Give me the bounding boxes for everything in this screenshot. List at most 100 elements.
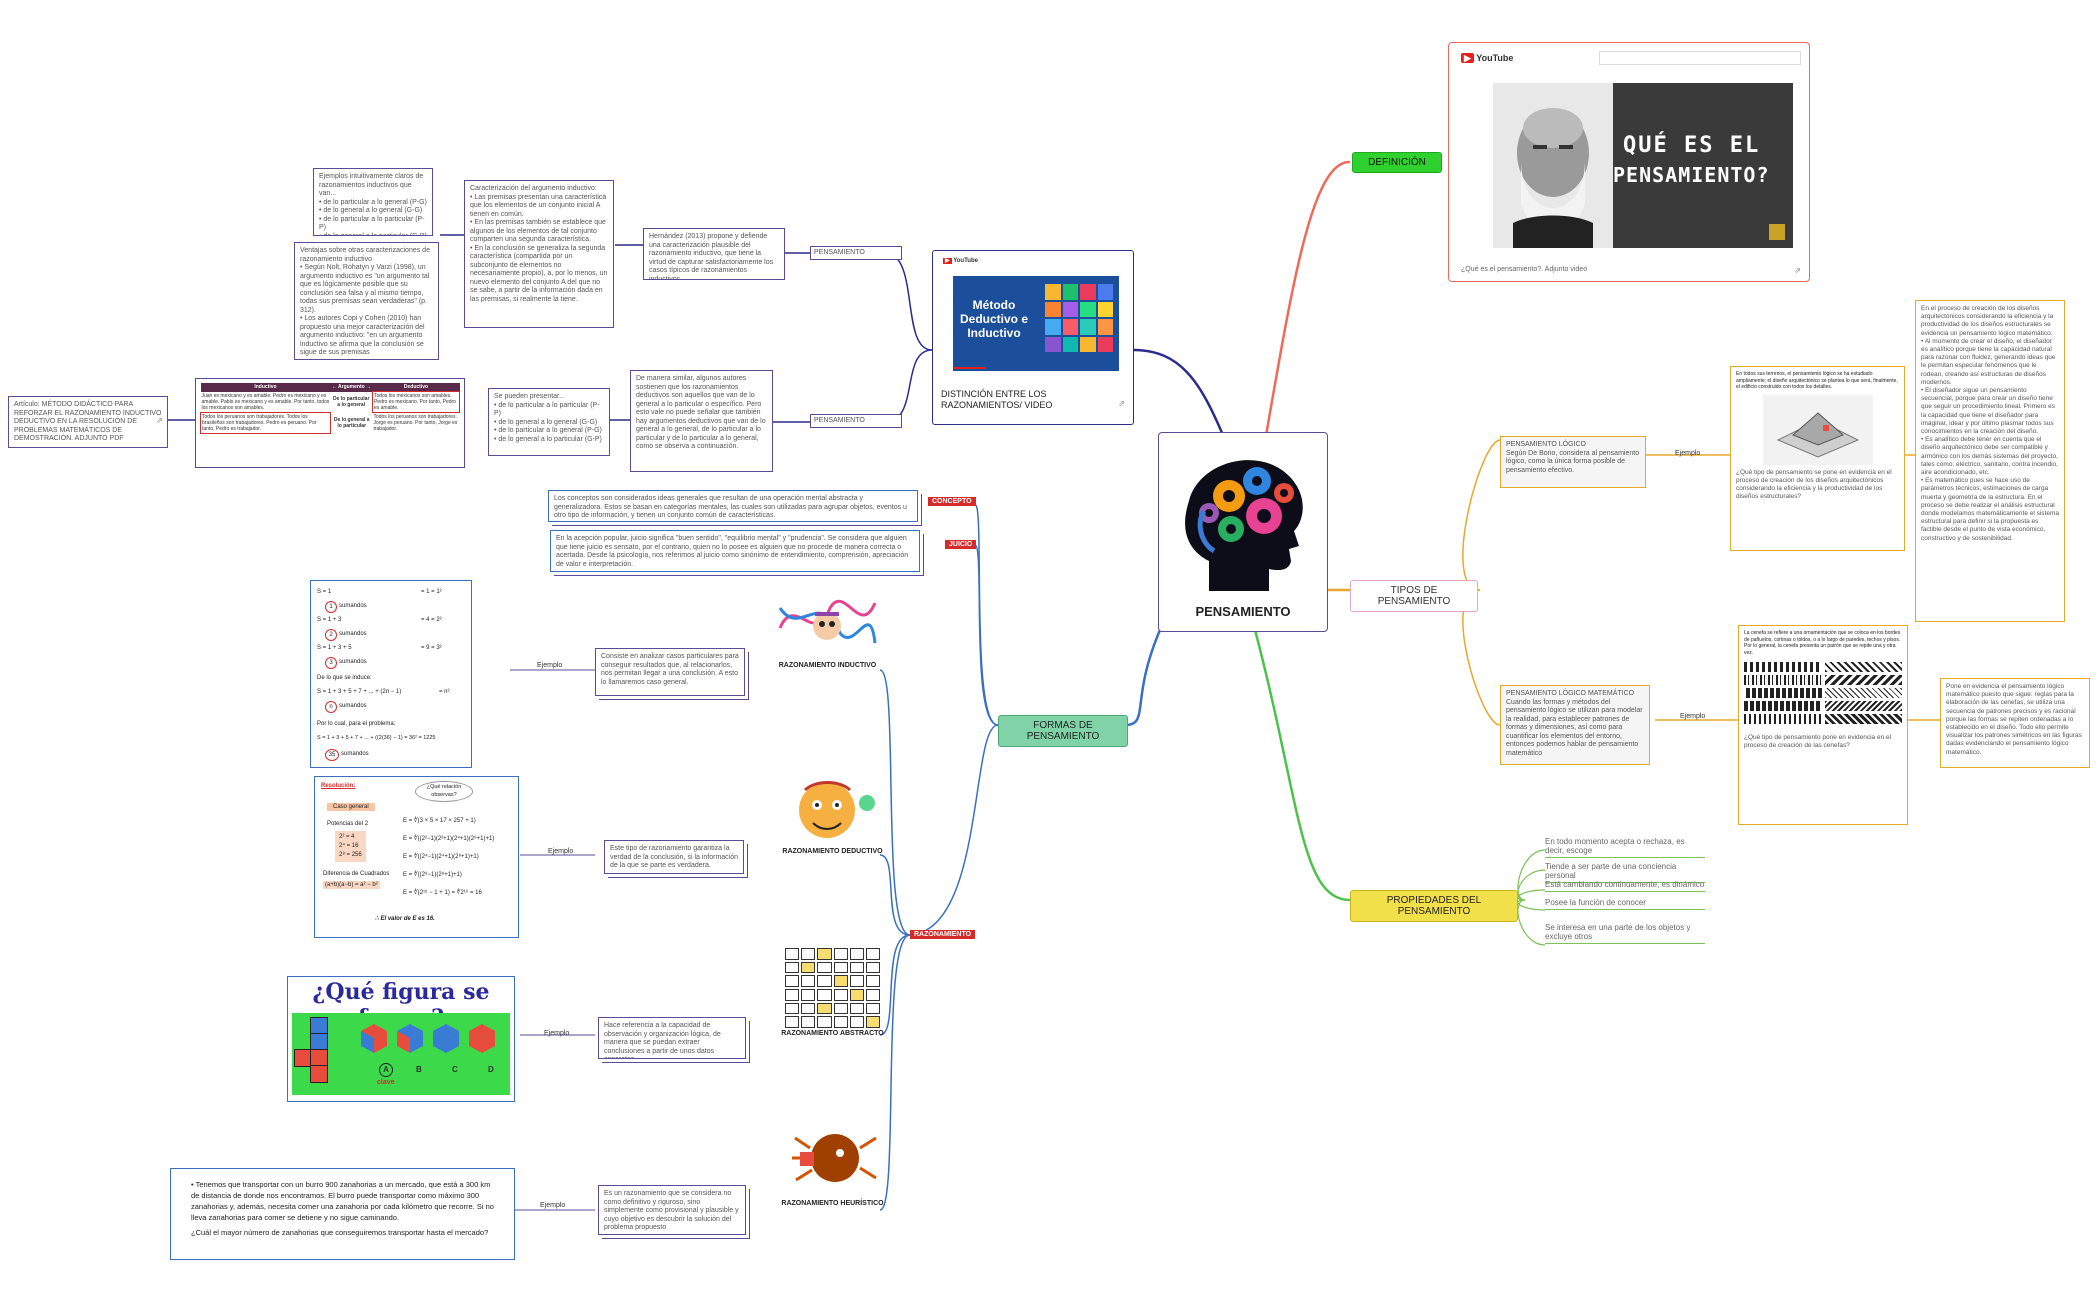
video-thumbnail[interactable]: QUÉ ES EL PENSAMIENTO? <box>1493 83 1793 248</box>
articulo-text: Artículo: MÉTODO DIDÁCTICO PARA REFORZAR… <box>14 401 162 442</box>
central-node[interactable]: PENSAMIENTO <box>1158 432 1328 632</box>
cube-net-image <box>294 1017 330 1089</box>
video-title-line2: PENSAMIENTO? <box>1613 163 1770 187</box>
caracterizacion-text: Caracterización del argumento inductivo:… <box>464 180 614 328</box>
option-c[interactable]: C <box>452 1065 458 1074</box>
ex1-text: En todos sus terrenos, el pensamiento ló… <box>1736 371 1898 390</box>
cube-options-image <box>361 1024 495 1053</box>
sumando-badge: n <box>325 701 337 713</box>
heuristico-problem: • Tenemos que transportar con un burro 9… <box>191 1180 494 1222</box>
video-title-line1: QUÉ ES EL <box>1623 133 1761 158</box>
external-link-icon[interactable]: ⇗ <box>1118 399 1125 408</box>
ejemplo-cenefas-answer: Pone en evidencia el pensamiento lógico … <box>1940 678 2090 768</box>
external-link-icon[interactable]: ⇗ <box>1794 266 1801 275</box>
pensamiento-inductivo-label[interactable]: PENSAMIENTO INDUCTIVO <box>810 414 902 428</box>
table-header: Deductivo <box>403 384 429 390</box>
channel-icon <box>1769 224 1785 240</box>
definicion-topic[interactable]: DEFINICIÓN <box>1352 152 1442 173</box>
ejemplo-arquitectonico-card: En todos sus terrenos, el pensamiento ló… <box>1730 366 1905 551</box>
definicion-video-card[interactable]: ▶ YouTube QUÉ ES EL PENSAMIENTO? ¿Qué es… <box>1448 42 1810 282</box>
pensamiento-logico-node[interactable]: PENSAMIENTO LÓGICO Según De Bono, consid… <box>1500 436 1646 488</box>
ej-abstracto-card: ¿Qué figura se forma? A B C D clave <box>287 976 515 1102</box>
sumando-badge: 2 <box>325 629 337 641</box>
distincion-video-card[interactable]: ▶ YouTube Método Deductivo e Inductivo D… <box>932 250 1134 425</box>
razonamiento-heuristico-label[interactable]: RAZONAMIENTO HEURÍSTICO <box>781 1200 884 1207</box>
ejemplo-cenefas-card: La cenefa se refiere a una ornamentación… <box>1738 625 1908 825</box>
ejemplo-label: Ejemplo <box>537 662 563 669</box>
articulo-pdf-node[interactable]: Artículo: MÉTODO DIDÁCTICO PARA REFORZAR… <box>8 396 168 448</box>
portrait-image <box>1493 83 1613 248</box>
de-manera-similar-text: De manera similar, algunos autores sosti… <box>630 370 773 472</box>
razonamiento-inductivo-label[interactable]: RAZONAMIENTO INDUCTIVO <box>778 662 877 669</box>
option-b[interactable]: B <box>416 1065 422 1074</box>
option-a[interactable]: A <box>379 1063 393 1077</box>
propiedad-item: Se interesa en una parte de los objetos … <box>1545 923 1705 944</box>
ejemplo-arquitectonico-answer: En el proceso de creación de los diseños… <box>1915 300 2065 622</box>
concepto-tag[interactable]: CONCEPTO <box>928 497 976 506</box>
table-row: Juan es mexicano y es amable. Pedro es m… <box>201 391 461 413</box>
thumb-grid-image <box>1045 284 1113 352</box>
concepto-text: Los conceptos son considerados ideas gen… <box>548 490 918 522</box>
razonamiento-deductivo-label[interactable]: RAZONAMIENTO DEDUCTIVO <box>782 848 883 855</box>
ex1-question: ¿Qué tipo de pensamiento se pone en evid… <box>1736 468 1892 500</box>
option-d[interactable]: D <box>488 1065 494 1074</box>
argumento-table: Inductivo ← Argumento → Deductivo Juan e… <box>200 383 461 434</box>
ejemplo-label: Ejemplo <box>1680 713 1706 720</box>
central-title: PENSAMIENTO <box>1195 604 1291 619</box>
distincion-caption: DISTINCIÓN ENTRE LOS RAZONAMIENTOS/ VIDE… <box>941 389 1053 410</box>
propiedad-item: Tiende a ser parte de una conciencia per… <box>1545 862 1705 883</box>
hernandez-text: Hernández (2013) propone y defiende una … <box>643 228 785 280</box>
potencias-box: 2² = 4 2⁴ = 16 2⁸ = 256 <box>335 831 366 862</box>
inductivo-image <box>775 588 880 658</box>
abstracto-green-panel: A B C D clave <box>292 1013 510 1095</box>
sumando-badge: 1 <box>325 601 337 613</box>
propiedad-item: Está cambiando continuamente, es dinámic… <box>1545 880 1705 892</box>
heuristico-question: ¿Cuál el mayor número de zanahorias que … <box>191 1228 489 1237</box>
table-header: Inductivo <box>254 384 277 391</box>
ejemplo-label: Ejemplo <box>1675 450 1701 457</box>
pensamiento-deductivo-label[interactable]: PENSAMIENTO DEDUCTIVO <box>810 246 902 260</box>
definicion-video-caption: ¿Qué es el pensamiento?. Adjunto video <box>1461 266 1588 273</box>
youtube-logo-icon: ▶ YouTube <box>943 258 978 264</box>
ej-deductivo-card: Resolución: ¿Qué relación observas? Caso… <box>314 776 519 938</box>
razonamiento-abstracto-label[interactable]: RAZONAMIENTO ABSTRACTO <box>781 1030 884 1037</box>
ej-inductivo-card: S = 1 = 1 = 1² 1 sumandos S = 1 + 3 = 4 … <box>310 580 472 768</box>
propiedad-item: En todo momento acepta o rechaza, es dec… <box>1545 837 1705 858</box>
ej-heuristico-card: • Tenemos que transportar con un burro 9… <box>170 1168 515 1260</box>
cenefas-image <box>1744 662 1902 724</box>
sumando-badge: 3 <box>325 657 337 669</box>
ejemplo-label: Ejemplo <box>540 1202 566 1209</box>
pensamiento-matematico-node[interactable]: PENSAMIENTO LÓGICO MATEMÁTICO Cuando las… <box>1500 685 1650 765</box>
formas-topic[interactable]: FORMAS DE PENSAMIENTO <box>998 715 1128 747</box>
inductivo-text: Consiste en analizar casos particulares … <box>595 648 745 696</box>
deductivo-image <box>785 775 880 845</box>
abstracto-text: Hace referencia a la capacidad de observ… <box>598 1017 746 1059</box>
juicio-tag[interactable]: JUICIO <box>945 540 977 549</box>
distincion-thumbnail[interactable]: Método Deductivo e Inductivo <box>953 276 1119 371</box>
ejemplo-label: Ejemplo <box>548 848 574 855</box>
se-pueden-presentar-text: Se pueden presentar... • de lo particula… <box>488 388 610 456</box>
razonamiento-tag[interactable]: RAZONAMIENTO <box>910 930 976 939</box>
distincion-thumb-title: Método Deductivo e Inductivo <box>959 298 1028 340</box>
video-progress-bar[interactable] <box>953 367 987 369</box>
deductivo-text: Este tipo de razonamiento garantiza la v… <box>604 840 744 874</box>
clave-label: clave <box>377 1079 395 1086</box>
propiedad-item: Posee la función de conocer <box>1545 898 1705 910</box>
video-search-bar[interactable] <box>1599 51 1801 65</box>
ventajas-text: Ventajas sobre otras caracterizaciones d… <box>294 242 439 360</box>
sumando-badge: 35 <box>325 749 339 761</box>
head-gears-icon <box>1185 460 1303 591</box>
ex2-text: La cenefa se refiere a una ornamentación… <box>1744 630 1901 656</box>
youtube-logo-icon: ▶ YouTube <box>1461 53 1513 64</box>
thought-bubble: ¿Qué relación observas? <box>415 781 473 802</box>
ex2-question: ¿Qué tipo de pensamiento pone en evidenc… <box>1744 734 1892 749</box>
argumento-table-card: Inductivo ← Argumento → Deductivo Juan e… <box>195 378 465 468</box>
external-link-icon[interactable]: ⇗ <box>156 416 163 425</box>
ejemplos-intuitivos-text: Ejemplos intuitivamente claros de razona… <box>313 168 433 236</box>
table-row: Todos los peruanos son trabajadores. Tod… <box>200 412 458 434</box>
tipos-topic[interactable]: TIPOS DE PENSAMIENTO <box>1350 580 1478 612</box>
heuristico-image <box>790 1118 880 1193</box>
heuristico-text: Es un razonamiento que se considera no c… <box>598 1185 746 1235</box>
propiedades-topic[interactable]: PROPIEDADES DEL PENSAMIENTO <box>1350 890 1518 922</box>
table-header: ← Argumento → <box>331 384 372 391</box>
